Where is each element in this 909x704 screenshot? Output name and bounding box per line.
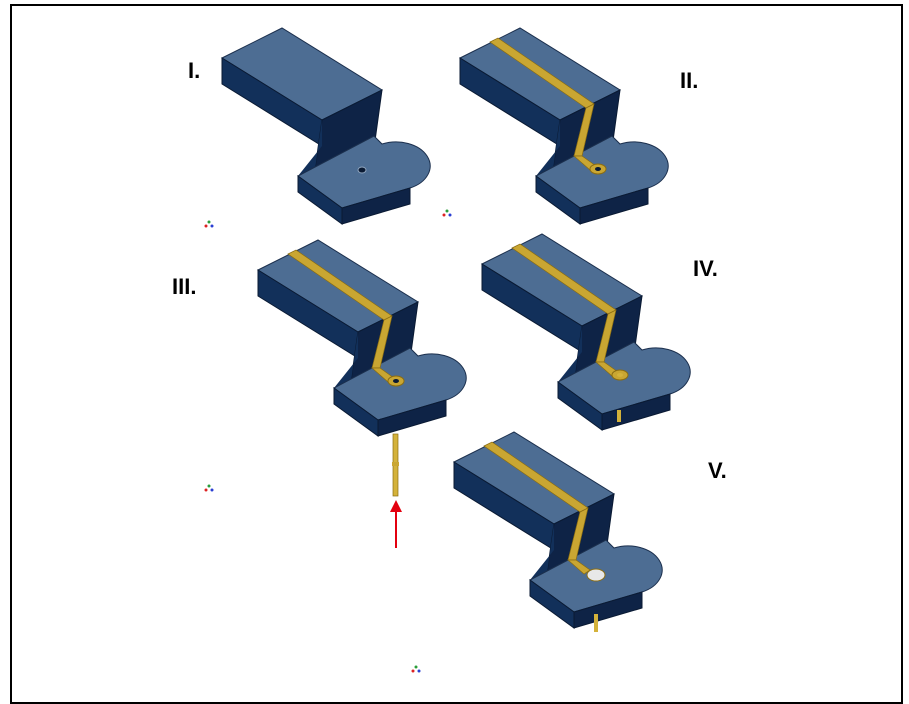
stage-label-3: III. (172, 274, 197, 299)
stage-2-bracket (458, 27, 669, 225)
stage-5-bracket (452, 431, 663, 632)
stage-label-5: V. (708, 458, 727, 483)
soldered-pin (594, 614, 598, 632)
axis-triad-icon (204, 220, 214, 228)
contact-pin (392, 433, 399, 497)
stage-label-2: II. (680, 68, 699, 93)
insertion-arrow (390, 500, 402, 548)
axis-triad-icon (204, 484, 214, 492)
stage-4-bracket (480, 233, 691, 431)
stage-3-bracket (256, 239, 467, 437)
stage-label-1: I. (188, 58, 201, 83)
axis-triad-icon (411, 665, 421, 673)
inserted-pin (617, 410, 621, 422)
figure-frame (10, 4, 903, 704)
stage-1-bracket (220, 27, 431, 225)
axis-triad-icon (442, 209, 452, 217)
solder-joint (586, 568, 606, 582)
stage-label-4: IV. (693, 256, 718, 281)
pin-hole (357, 166, 367, 174)
